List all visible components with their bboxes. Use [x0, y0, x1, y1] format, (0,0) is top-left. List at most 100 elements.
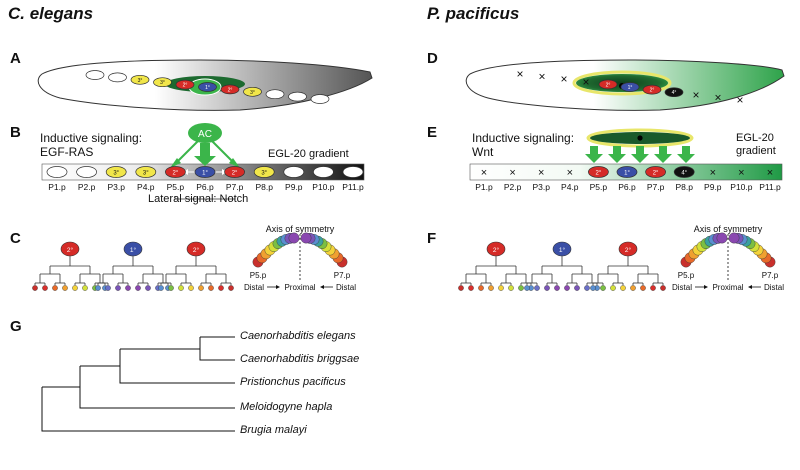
ce-lineage-leaf-3-6	[208, 285, 214, 291]
pp-lineage-leaf-1-4	[488, 285, 494, 291]
ce-worm-cell-fate-3: 3°	[138, 78, 143, 84]
pp-worm-cell-fate-6: 1°	[628, 85, 633, 91]
ce-lineage-leaf-3-4	[188, 285, 194, 291]
ce-worm-cell-8	[243, 86, 262, 97]
pp-vpc-cross-1: ×	[481, 167, 487, 179]
pp-wnt-arrow-1	[585, 146, 603, 163]
ce-lineage-leaf-1-5	[72, 285, 78, 291]
ce-worm-cell-9	[265, 89, 285, 100]
ce-vpc-1	[46, 166, 68, 178]
panel-letter-g: G	[10, 318, 22, 335]
ce-lineage-leaf-1-6	[82, 285, 88, 291]
ce-vpc-label-5: P5.p	[167, 182, 185, 192]
ce-lineage-leaf-1-3	[52, 285, 58, 291]
ce-vpc-label-7: P7.p	[226, 182, 244, 192]
ce-inductive-arrows	[170, 140, 240, 168]
ce-lineage-leaf-2-2	[105, 285, 111, 291]
tree-label-c-elegans: Caenorhabditis elegans	[240, 330, 356, 342]
ce-vpc-2	[76, 166, 97, 178]
ce-worm-cell-11	[310, 94, 330, 104]
ce-worm-cell-4	[153, 77, 172, 88]
panel-letter-b: B	[10, 124, 21, 141]
panel-letter-f: F	[427, 230, 437, 247]
ce-lineage-leaf-1-1	[32, 285, 38, 291]
pp-vpc-label-5: P5.p	[590, 182, 608, 192]
pp-vpc-cross-4: ×	[567, 167, 573, 179]
pp-signal-line1: Inductive signaling:	[472, 131, 575, 145]
ce-lineage-leaf-3-8	[228, 285, 234, 291]
pp-wnt-arrow-3	[631, 146, 649, 163]
ce-vpc-fate-6: 1°	[202, 171, 208, 177]
pp-axis-label: Axis of symmetry	[694, 224, 763, 234]
pp-sym-left-cell: P5.p	[678, 271, 695, 280]
ce-vpc-fate-4: 3°	[143, 171, 149, 177]
pp-lineage-leaf-2-5	[564, 285, 570, 291]
ce-vpc-label-6: P6.p	[196, 182, 214, 192]
ce-vpc-6	[194, 166, 216, 178]
ce-worm-cell-2	[108, 72, 127, 83]
pp-lineage-leaf-3-3	[610, 285, 616, 291]
pp-lineage-leaf-3-2	[600, 285, 606, 291]
pp-gradient-line2: gradient	[736, 145, 776, 157]
ce-vpc-4	[135, 166, 157, 178]
pp-lineage-leaf-1-7	[518, 285, 524, 291]
ce-vpc-fate-8: 3°	[261, 171, 267, 177]
pp-vpc-label-11: P11.p	[759, 182, 781, 192]
pp-vpc-cross-9: ×	[710, 167, 716, 179]
pp-lineage-leaf-1-5	[498, 285, 504, 291]
ce-vpc-label-9: P9.p	[285, 182, 303, 192]
ce-lineage-fate-3: 2°	[193, 246, 200, 254]
ce-worm-diagram: AC 3°3°2°1°2°3°	[37, 59, 373, 111]
ce-lineage-leaf-1-4	[62, 285, 68, 291]
pp-title: P. pacificus	[427, 4, 520, 23]
ce-signal-line1: Inductive signaling:	[40, 131, 143, 145]
pp-lineage-leaf-1-2	[468, 285, 474, 291]
pp-proximal: Proximal	[712, 283, 743, 292]
ce-ac-label: AC	[198, 129, 212, 140]
pp-worm-cross-11: ×	[736, 93, 743, 107]
pp-lineage-leaf-3-7	[650, 285, 656, 291]
ce-sym-left-cell: P5.p	[250, 271, 267, 280]
panel-letter-a: A	[10, 50, 21, 67]
pp-gradient-line1: EGL-20	[736, 132, 774, 144]
pp-worm-cell-8	[664, 87, 684, 98]
pp-lineage-leaf-2-4	[554, 285, 560, 291]
ce-worm-cell-fate-4: 3°	[160, 80, 165, 86]
pp-vpc-fate-6: 1°	[624, 171, 630, 177]
ce-lineage-leaf-3-1	[158, 285, 164, 291]
ce-title: C. elegans	[8, 4, 94, 23]
pp-vpc-label-1: P1.p	[475, 182, 493, 192]
ce-vpc-fate-3: 3°	[113, 171, 119, 177]
ce-vpc-11	[342, 166, 364, 178]
pp-lineage-fate-1: 2°	[493, 246, 500, 254]
ce-sym-right-cell: P7.p	[334, 271, 351, 280]
pp-worm-diagram: ××××2°1°2°4°×××	[465, 59, 785, 111]
pp-vpc-cross-2: ×	[509, 167, 515, 179]
ce-distal-right: Distal	[336, 283, 356, 292]
pp-worm-cell-fate-5: 2°	[606, 82, 611, 88]
ce-signal-line2: EGF-RAS	[40, 145, 94, 159]
pp-vpc-cross-10: ×	[738, 167, 744, 179]
panel-letter-d: D	[427, 50, 438, 67]
ce-worm-cell-3	[130, 74, 150, 85]
ce-vpc-label-2: P2.p	[78, 182, 96, 192]
ce-worm-cell-7	[220, 84, 240, 95]
pp-lineage-leaf-2-1	[524, 285, 530, 291]
pp-vpc-label-2: P2.p	[504, 182, 522, 192]
pp-lineage-leaf-3-8	[660, 285, 666, 291]
pp-worm-cross-10: ×	[714, 90, 721, 104]
pp-wnt-arrow-5	[677, 146, 695, 163]
pp-distal-left: Distal	[672, 283, 692, 292]
pp-lineage-trees: 2°1°2°	[458, 241, 666, 291]
pp-lineage-leaf-2-3	[544, 285, 550, 291]
ce-arch-cell-l10	[288, 232, 300, 244]
ce-vpc-label-10: P10.p	[312, 182, 334, 192]
pp-worm-cross-3: ×	[560, 72, 567, 86]
pp-worm-cell-5	[598, 79, 618, 90]
ce-arch-cell-r10	[300, 232, 312, 244]
ce-distal-left: Distal	[244, 283, 264, 292]
ce-gradient-label: EGL-20 gradient	[268, 148, 349, 160]
ce-lineage-leaf-3-7	[218, 285, 224, 291]
pp-vpc-8	[673, 166, 695, 178]
